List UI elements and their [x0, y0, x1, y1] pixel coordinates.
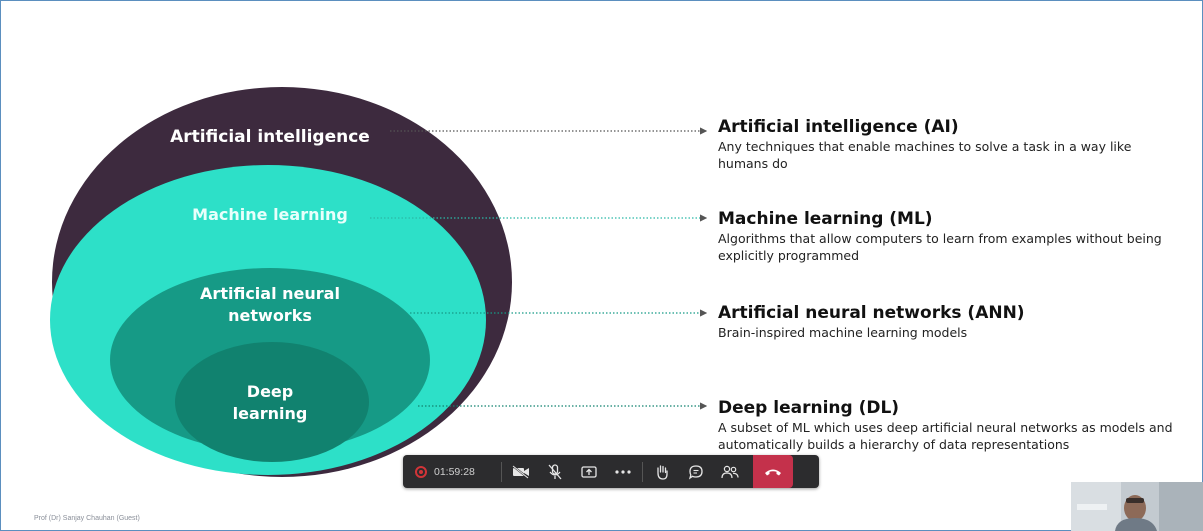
ml-definition: Machine learning (ML) Algorithms that al… [718, 209, 1178, 264]
recording-dot-icon [415, 465, 427, 478]
raise-hand-icon [657, 464, 668, 480]
dl-circle-label: Deep learning [232, 382, 308, 423]
camera-off-icon [512, 464, 529, 479]
dl-definition-text: A subset of ML which uses deep artificia… [718, 420, 1173, 452]
ann-circle-label: Artificial neural networks [200, 284, 340, 325]
participant-video-thumbnail[interactable] [1071, 482, 1203, 531]
ml-definition-text: Algorithms that allow computers to learn… [718, 231, 1162, 263]
more-options-button[interactable] [606, 455, 640, 488]
dl-definition-title: Deep learning (DL) [718, 398, 900, 418]
share-screen-icon [581, 465, 597, 478]
hang-up-button[interactable] [753, 455, 793, 488]
share-screen-button[interactable] [572, 455, 606, 488]
raise-hand-button[interactable] [645, 455, 679, 488]
participants-button[interactable] [713, 455, 747, 488]
ai-definition-title: Artificial intelligence (AI) [718, 117, 959, 137]
dl-definition: Deep learning (DL) A subset of ML which … [718, 398, 1178, 453]
recording-indicator: 01:59:28 [415, 465, 499, 478]
participants-icon [721, 465, 739, 478]
ai-definition: Artificial intelligence (AI) Any techniq… [718, 117, 1178, 172]
ml-circle-label: Machine learning [192, 205, 348, 224]
ann-definition: Artificial neural networks (ANN) Brain-i… [718, 303, 1178, 341]
camera-toggle-button[interactable] [504, 455, 538, 488]
more-options-icon [615, 469, 631, 474]
meeting-timer: 01:59:28 [434, 465, 475, 478]
ai-circle-label: Artificial intelligence [170, 127, 370, 147]
dl-circle [175, 342, 369, 462]
presenter-name: Prof (Dr) Sanjay Chauhan (Guest) [34, 515, 140, 522]
mic-toggle-button[interactable] [538, 455, 572, 488]
chat-icon [688, 464, 703, 480]
mic-off-icon [548, 463, 562, 479]
chat-button[interactable] [679, 455, 713, 488]
ml-definition-title: Machine learning (ML) [718, 209, 933, 229]
ai-definition-text: Any techniques that enable machines to s… [718, 139, 1132, 171]
ann-definition-text: Brain-inspired machine learning models [718, 325, 968, 340]
toolbar-divider [501, 461, 502, 482]
meeting-control-bar: 01:59:28 [403, 455, 819, 488]
participant-video-feed [1071, 482, 1203, 531]
ann-definition-title: Artificial neural networks (ANN) [718, 303, 1025, 323]
hang-up-icon [765, 469, 781, 475]
toolbar-divider [642, 461, 643, 482]
